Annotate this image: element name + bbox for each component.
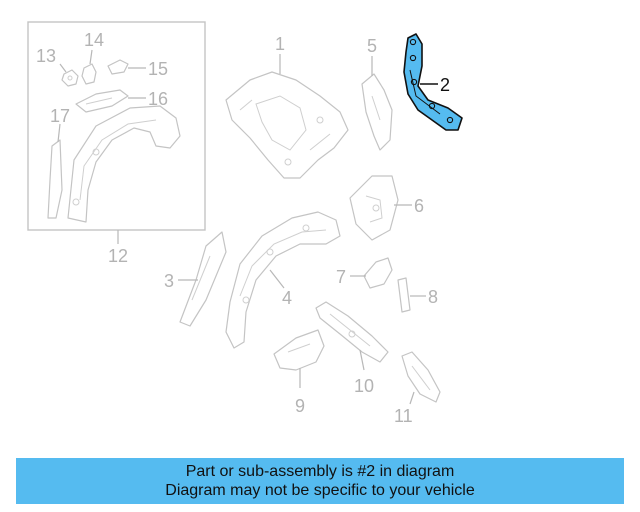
part-info-banner: Part or sub-assembly is #2 in diagram Di… — [16, 458, 624, 504]
parts-diagram: 13 14 15 16 17 12 1 — [27, 21, 463, 426]
part-9-shape[interactable] — [273, 329, 325, 371]
part-5-shape[interactable] — [361, 73, 393, 151]
part-11-shape[interactable] — [401, 351, 441, 403]
callout-4: 4 — [282, 288, 292, 308]
part-17-shape[interactable] — [47, 139, 63, 219]
callout-15: 15 — [148, 59, 168, 79]
callout-5: 5 — [367, 36, 377, 56]
part-7-shape[interactable] — [363, 257, 393, 289]
part-4-shape[interactable] — [225, 211, 341, 349]
callout-14: 14 — [84, 30, 104, 50]
inner-wheelhouse-shape[interactable] — [67, 105, 181, 223]
leader-13 — [59, 63, 67, 73]
part-2-shape[interactable] — [403, 33, 463, 131]
part-13-shape[interactable] — [61, 69, 79, 87]
callout-8: 8 — [428, 287, 438, 307]
leader-17 — [57, 123, 61, 143]
leader-11 — [409, 391, 415, 405]
leader-10 — [359, 349, 365, 371]
part-14-shape[interactable] — [81, 63, 97, 85]
callout-3: 3 — [164, 271, 174, 291]
callout-9: 9 — [295, 396, 305, 416]
subassembly-12-frame — [27, 21, 206, 231]
part-3-shape[interactable] — [179, 231, 227, 327]
callout-16: 16 — [148, 89, 168, 109]
callout-2: 2 — [440, 75, 450, 95]
leader-14 — [89, 49, 93, 65]
banner-line-2: Diagram may not be specific to your vehi… — [165, 482, 475, 499]
part-15-shape[interactable] — [107, 59, 129, 75]
callout-17: 17 — [50, 106, 70, 126]
callout-1: 1 — [275, 34, 285, 54]
callout-12: 12 — [108, 246, 128, 266]
callout-13: 13 — [36, 46, 56, 66]
part-10-shape[interactable] — [315, 301, 389, 363]
part-1-shape[interactable] — [225, 71, 349, 179]
callout-10: 10 — [354, 376, 374, 396]
banner-line-1: Part or sub-assembly is #2 in diagram — [185, 463, 455, 480]
part-8-shape[interactable] — [397, 277, 411, 313]
callout-11: 11 — [394, 406, 413, 426]
callout-7: 7 — [336, 267, 346, 287]
callout-6: 6 — [414, 196, 424, 216]
part-16-shape[interactable] — [75, 89, 129, 113]
leader-4 — [269, 269, 285, 289]
part-6-shape[interactable] — [349, 175, 399, 241]
